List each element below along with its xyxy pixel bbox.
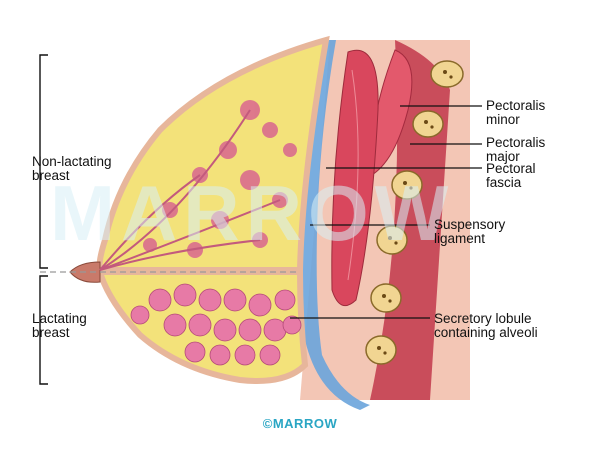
leader-lines xyxy=(290,105,482,319)
milk-ducts xyxy=(99,109,281,271)
label-non-lactating-breast: Non-lactating breast xyxy=(32,154,112,183)
copyright-text: ©MARROW xyxy=(262,416,338,431)
rib xyxy=(391,170,423,200)
pectoralis-major-muscle xyxy=(331,49,379,307)
side-brackets xyxy=(39,54,48,385)
rib xyxy=(365,335,397,365)
rib xyxy=(376,225,408,255)
label-suspensory-ligament: Suspensory ligament xyxy=(434,217,506,246)
label-pectoralis-major: Pectoralis major xyxy=(486,135,546,164)
rib xyxy=(412,110,444,138)
breast-fat-tissue xyxy=(96,35,330,273)
watermark-text: MARROW xyxy=(50,169,455,257)
label-lactating-breast: Lactating breast xyxy=(32,311,87,340)
ribs xyxy=(365,60,464,365)
label-pectoralis-minor: Pectoralis minor xyxy=(486,98,546,127)
lactating-alveoli xyxy=(130,283,302,366)
rib xyxy=(430,60,464,88)
pectoral-fascia-band xyxy=(301,40,370,410)
label-pectoral-fascia: Pectoral fascia xyxy=(486,161,536,190)
label-secretory-lobule: Secretory lobule containing alveoli xyxy=(434,311,538,340)
rib xyxy=(370,283,402,313)
